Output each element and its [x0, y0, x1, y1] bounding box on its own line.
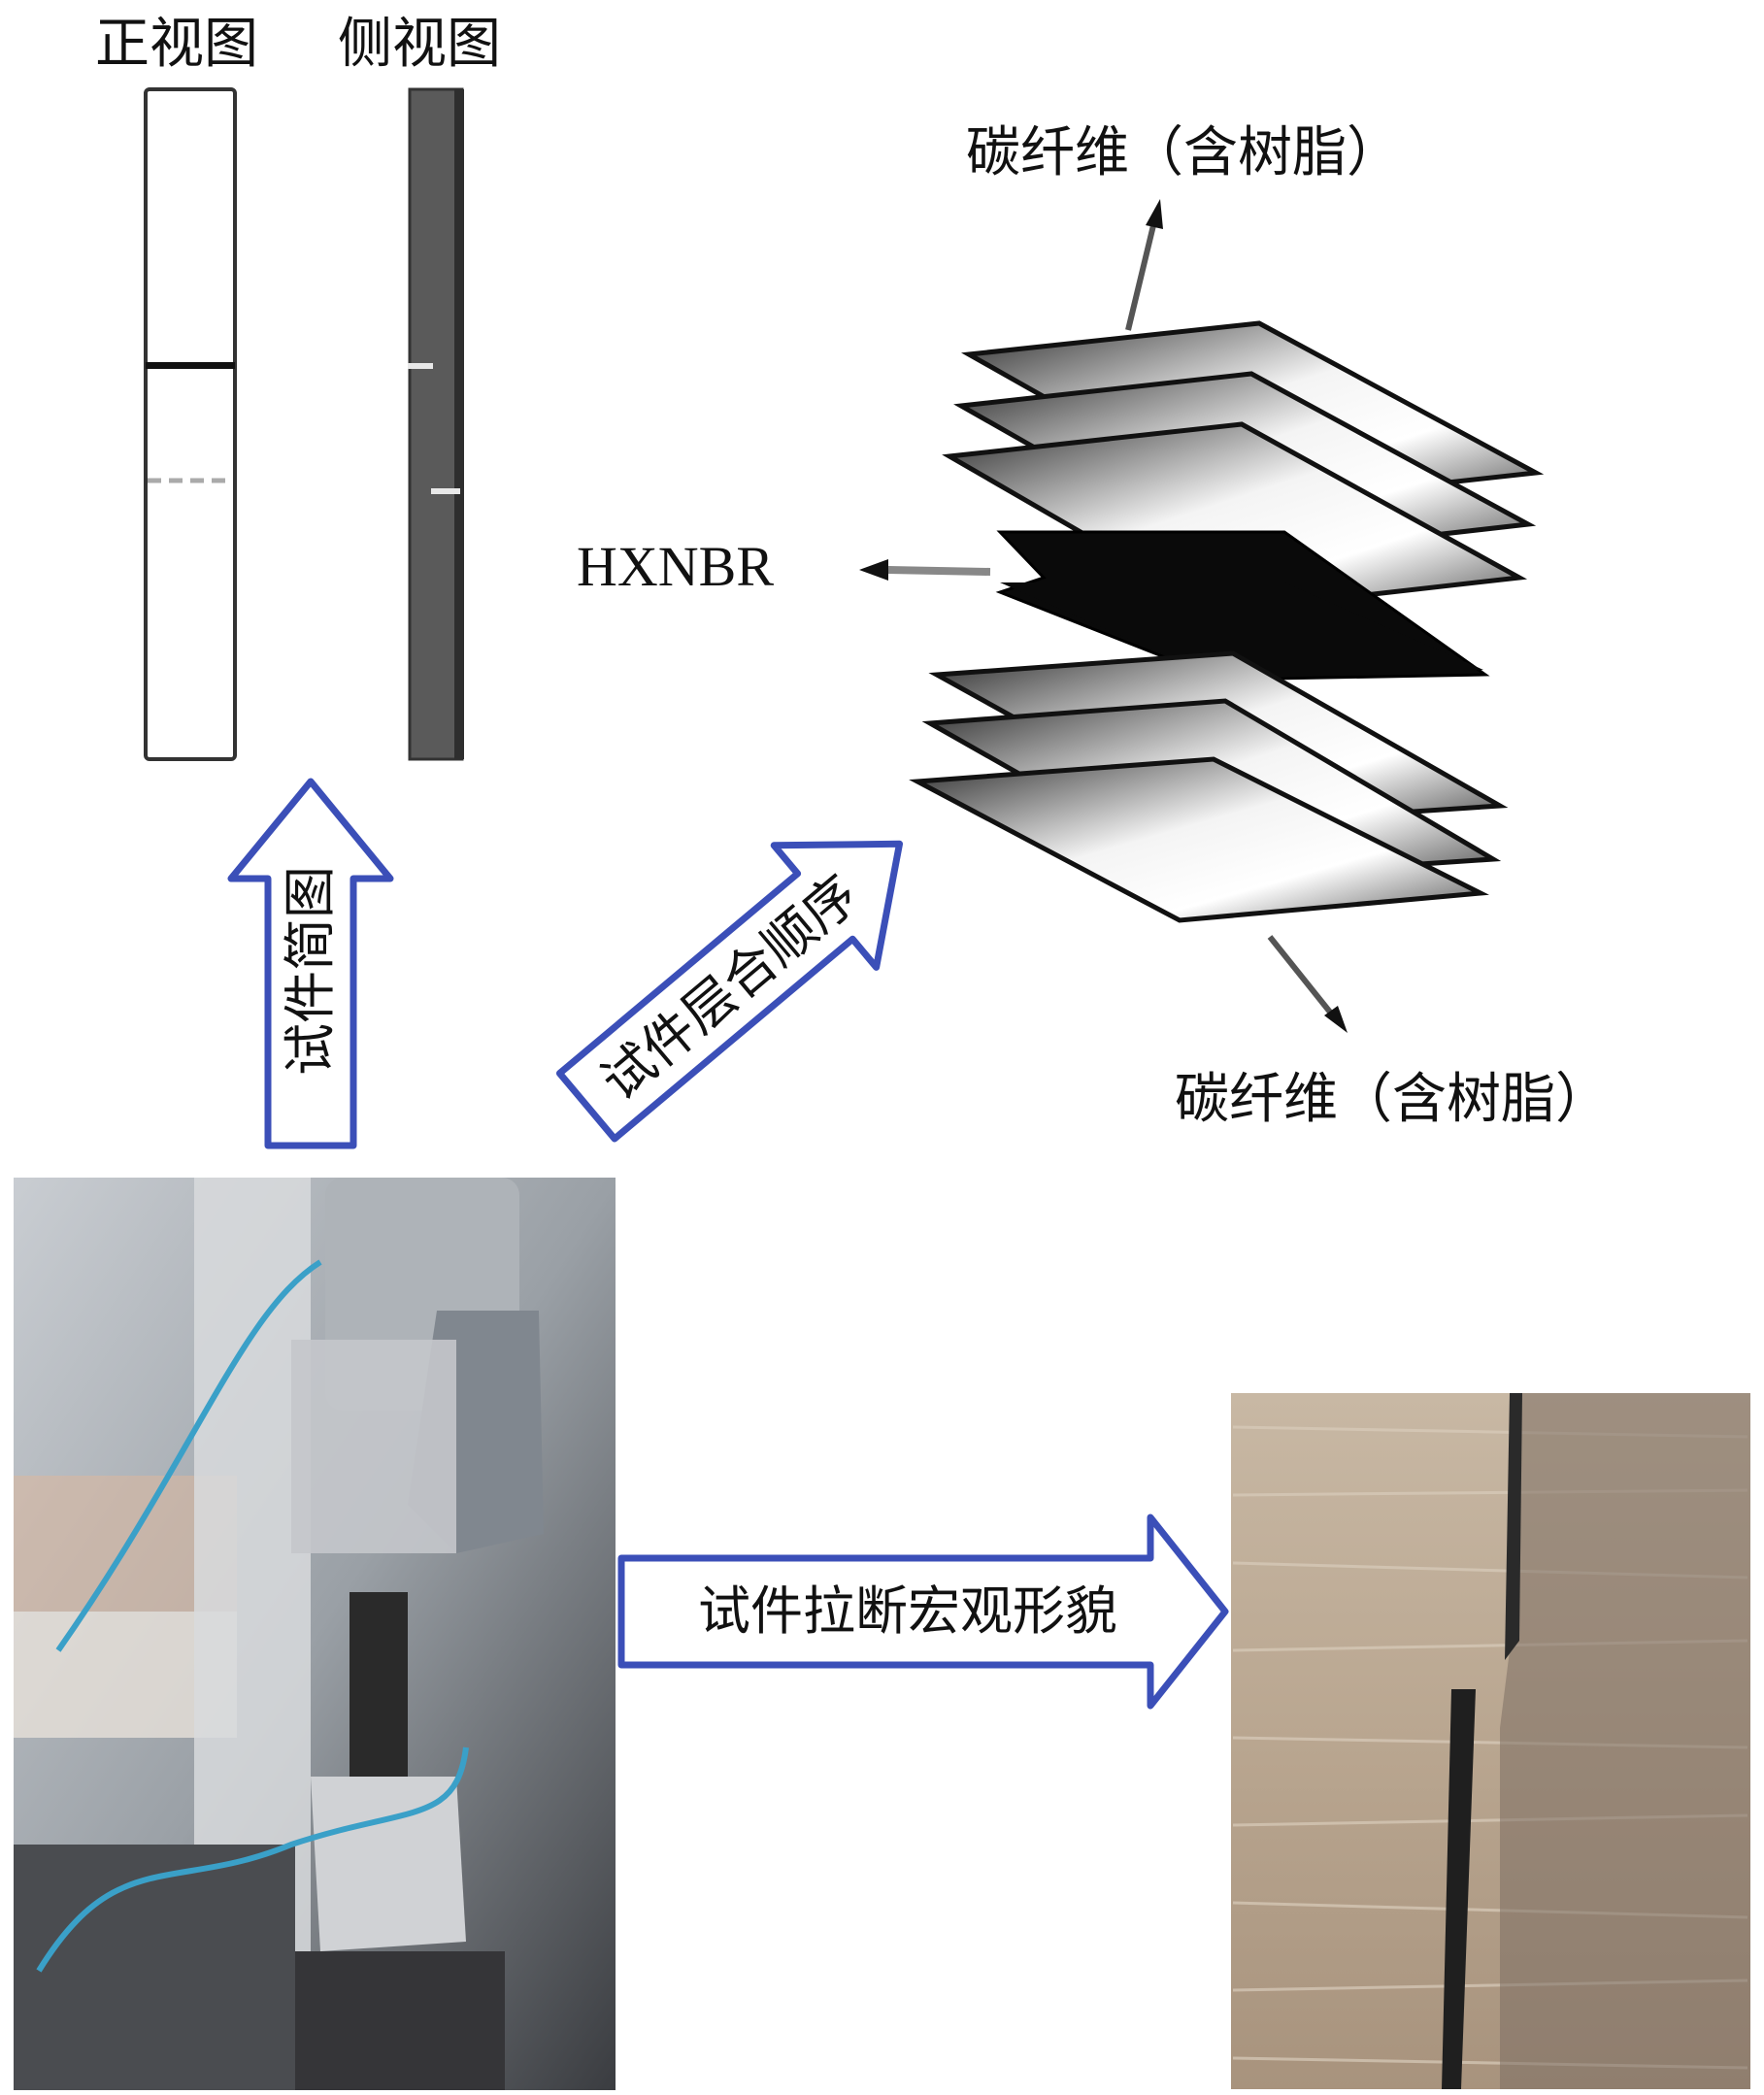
- hxnbr-label: HXNBR: [577, 539, 774, 595]
- fracture-morphology-photo: [1231, 1393, 1750, 2089]
- bottom-carbon-fiber-label: 碳纤维（含树脂）: [1175, 1073, 1610, 1127]
- front-view-label: 正视图: [95, 17, 258, 72]
- top-carbon-fiber-label: 碳纤维（含树脂）: [966, 126, 1401, 181]
- hxnbr-pointer-arrow: [859, 559, 990, 581]
- right-arrow-label: 试件拉断宏观形貌: [698, 1585, 1117, 1638]
- up-arrow-label: 试件简图: [284, 866, 337, 1076]
- front-view-specimen: [146, 89, 235, 759]
- top-pointer-arrow: [1128, 199, 1163, 330]
- bottom-pointer-arrow: [1270, 937, 1348, 1033]
- layer-stack: [917, 323, 1536, 920]
- side-view-label: 侧视图: [338, 17, 501, 72]
- tensile-machine-photo: [14, 1178, 616, 2090]
- side-view-specimen: [408, 89, 464, 759]
